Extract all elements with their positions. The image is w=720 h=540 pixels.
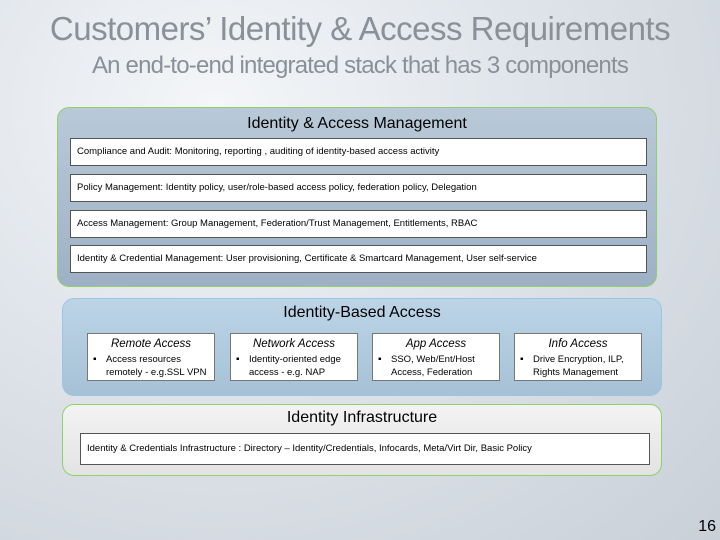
- network-access-heading: Network Access: [252, 338, 335, 350]
- slide-subtitle: An end-to-end integrated stack that has …: [91, 52, 629, 79]
- app-access-text: SSO, Web/Ent/Host Access, Federation: [391, 354, 475, 378]
- access-management-row: Access Management: Group Management, Fed…: [70, 210, 647, 238]
- bullet-icon: ▪: [520, 354, 524, 365]
- bullet-icon: ▪: [236, 354, 240, 365]
- info-access-text: Drive Encryption, ILP, Rights Management: [533, 354, 624, 378]
- slide-title: Customers’ Identity & Access Requirement…: [49, 10, 671, 47]
- info-access-heading: Info Access: [548, 338, 608, 350]
- remote-access-heading: Remote Access: [110, 338, 192, 350]
- identity-infrastructure-title: Identity Infrastructure: [286, 409, 438, 426]
- info-access-card: Info Access ▪ Drive Encryption, ILP, Rig…: [514, 333, 642, 381]
- page-number: 16: [698, 518, 716, 535]
- remote-access-card: Remote Access ▪ Access resources remotel…: [87, 333, 215, 381]
- identity-access-management-title: Identity & Access Management: [247, 115, 467, 132]
- policy-management-row: Policy Management: Identity policy, user…: [70, 174, 647, 202]
- app-access-card: App Access ▪ SSO, Web/Ent/Host Access, F…: [372, 333, 500, 381]
- identity-credential-management-row: Identity & Credential Management: User p…: [70, 245, 647, 273]
- identity-based-access-title: Identity-Based Access: [283, 304, 441, 321]
- remote-access-text: Access resources remotely - e.g.SSL VPN: [106, 354, 207, 378]
- network-access-text: Identity-oriented edge access - e.g. NAP: [249, 354, 341, 378]
- app-access-heading: App Access: [405, 338, 467, 350]
- bullet-icon: ▪: [378, 354, 382, 365]
- network-access-card: Network Access ▪ Identity-oriented edge …: [230, 333, 358, 381]
- compliance-audit-row: Compliance and Audit: Monitoring, report…: [70, 138, 647, 166]
- identity-credentials-infrastructure-row: Identity & Credentials Infrastructure : …: [80, 433, 650, 465]
- bullet-icon: ▪: [93, 354, 97, 365]
